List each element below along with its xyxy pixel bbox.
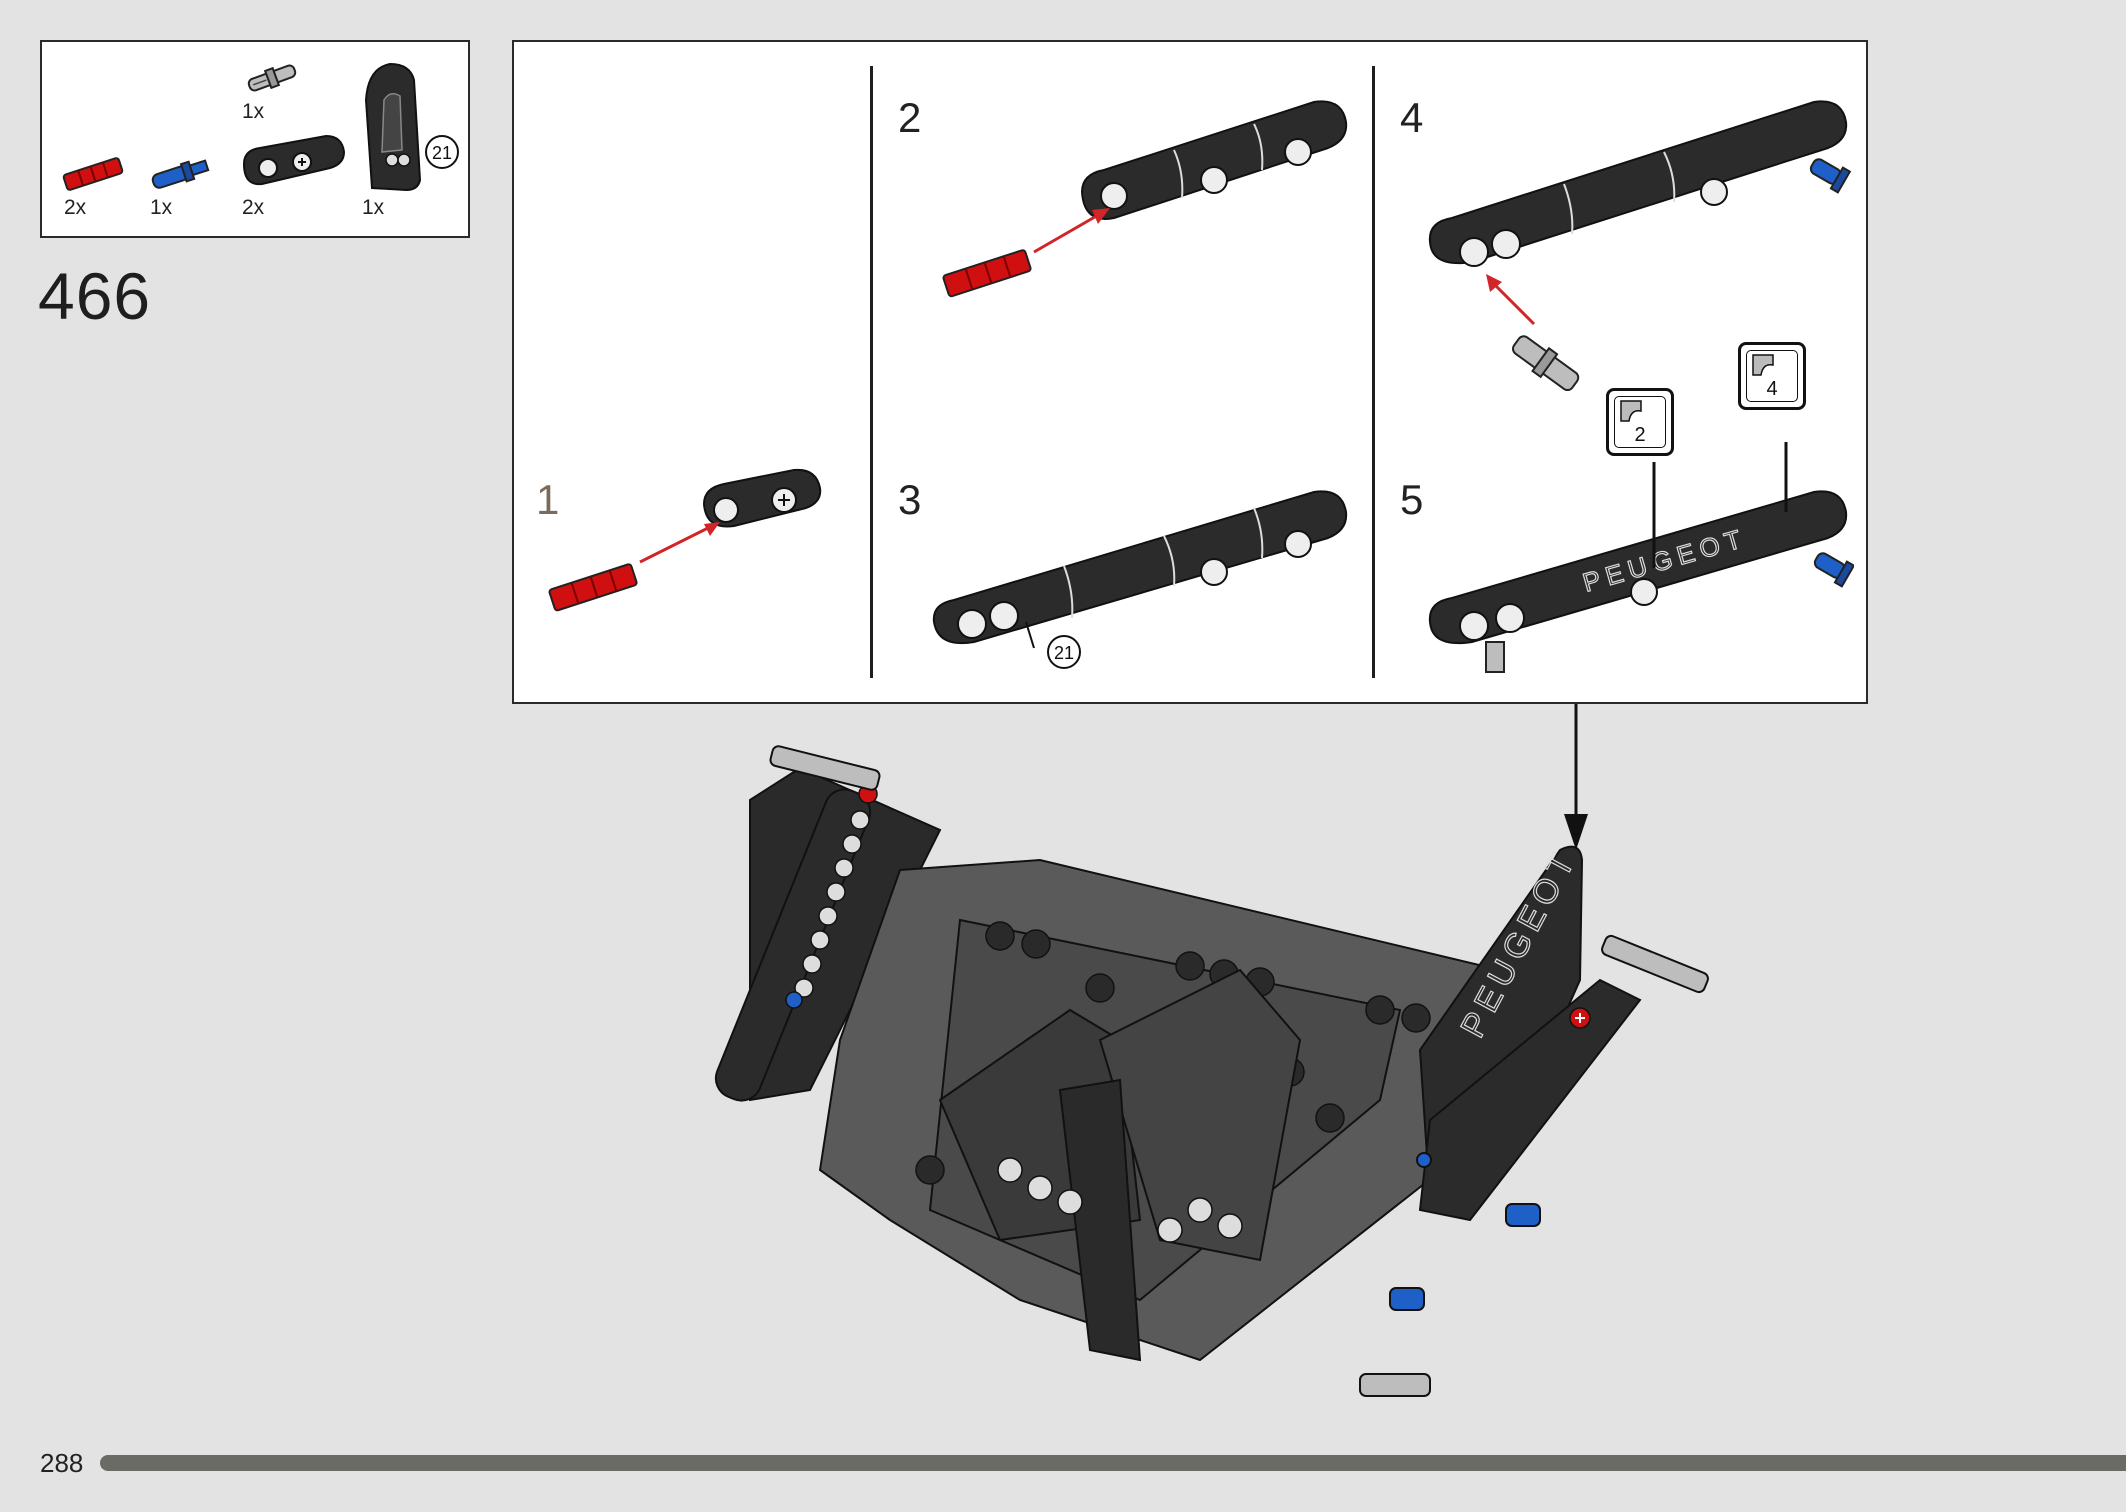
page-progress-bar [100,1455,2126,1471]
substep-5-number: 5 [1400,476,1424,523]
substep-4-number: 4 [1400,94,1424,141]
substep-4-drawing [1428,100,1852,392]
substep-3-callout-label: 21 [1054,643,1074,663]
sticker-callout-4: 4 [1738,342,1806,410]
substep-5-drawing: PEUGEOT [1428,442,1854,673]
grey-pin-qty: 1x [242,100,265,123]
grey-connector-pin-icon [247,64,297,92]
callout-21-icon: 21 [1047,635,1081,669]
callout-21-icon: 21 [425,135,459,169]
substep-1-drawing [548,468,822,612]
sticker-callout-2-label: 2 [1634,424,1646,446]
down-arrow-icon [1564,704,1588,850]
substep-3-drawing [932,490,1348,649]
blue-axle-pin-icon [151,159,210,189]
black-tall-panel-icon [364,62,422,192]
main-model-illustration: PEUGEOT [714,745,1709,1397]
sticker-frame [1746,350,1798,402]
substep-1-number: 1 [536,476,560,523]
substep-2-number: 2 [898,94,922,141]
sticker-peel-icon [1752,354,1774,376]
sticker-peel-icon [1620,400,1642,422]
sticker-callout-2: 2 [1606,388,1674,456]
parts-callout-label: 21 [432,143,452,163]
tall-panel-qty: 1x [362,196,385,219]
red-axle-pin-icon [62,157,124,191]
parts-list: 1x 2x 1x 2x 21 1x [40,40,470,238]
page-number: 288 [40,1448,84,1478]
sticker-callout-4-label: 4 [1766,378,1778,400]
subassembly-box: 1 2 3 [512,40,1868,704]
black-panel-icon [242,134,346,186]
blue-pin-qty: 1x [150,196,173,219]
column-divider [1372,66,1375,678]
substep-3-number: 3 [898,476,922,523]
black-panel-qty: 2x [242,196,265,219]
step-number: 466 [38,259,152,333]
column-divider [870,66,873,678]
substep-2-drawing [942,100,1348,298]
sticker-frame [1614,396,1666,448]
red-pin-qty: 2x [64,196,87,219]
